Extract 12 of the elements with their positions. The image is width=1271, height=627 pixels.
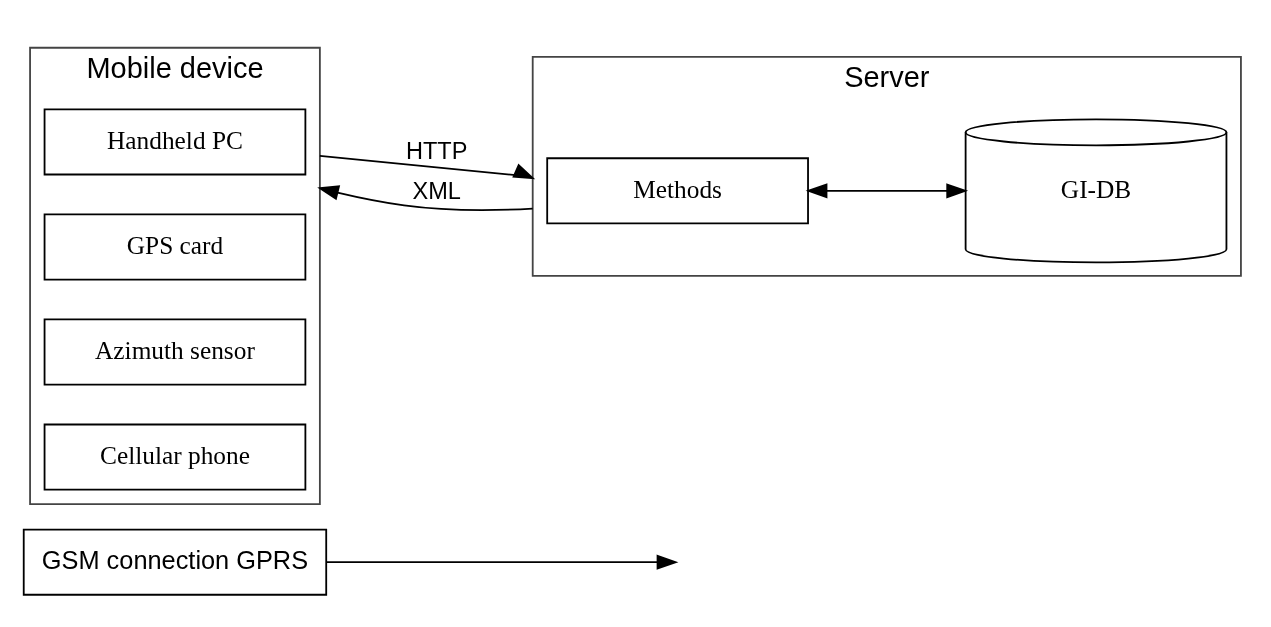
edge-label: XML	[412, 177, 461, 204]
node-box: GPS card	[43, 212, 307, 280]
node-box: Handheld PC	[43, 107, 307, 175]
arrow	[318, 154, 536, 179]
arrow	[317, 184, 534, 211]
arrow	[325, 554, 679, 570]
node-box: Cellular phone	[43, 423, 307, 491]
edge-label: HTTP	[405, 137, 468, 164]
arrow	[805, 182, 969, 198]
node-box: Azimuth sensor	[43, 318, 307, 386]
node-box: Methods	[546, 156, 809, 224]
node-box: GSM connection GPRS	[22, 528, 328, 596]
